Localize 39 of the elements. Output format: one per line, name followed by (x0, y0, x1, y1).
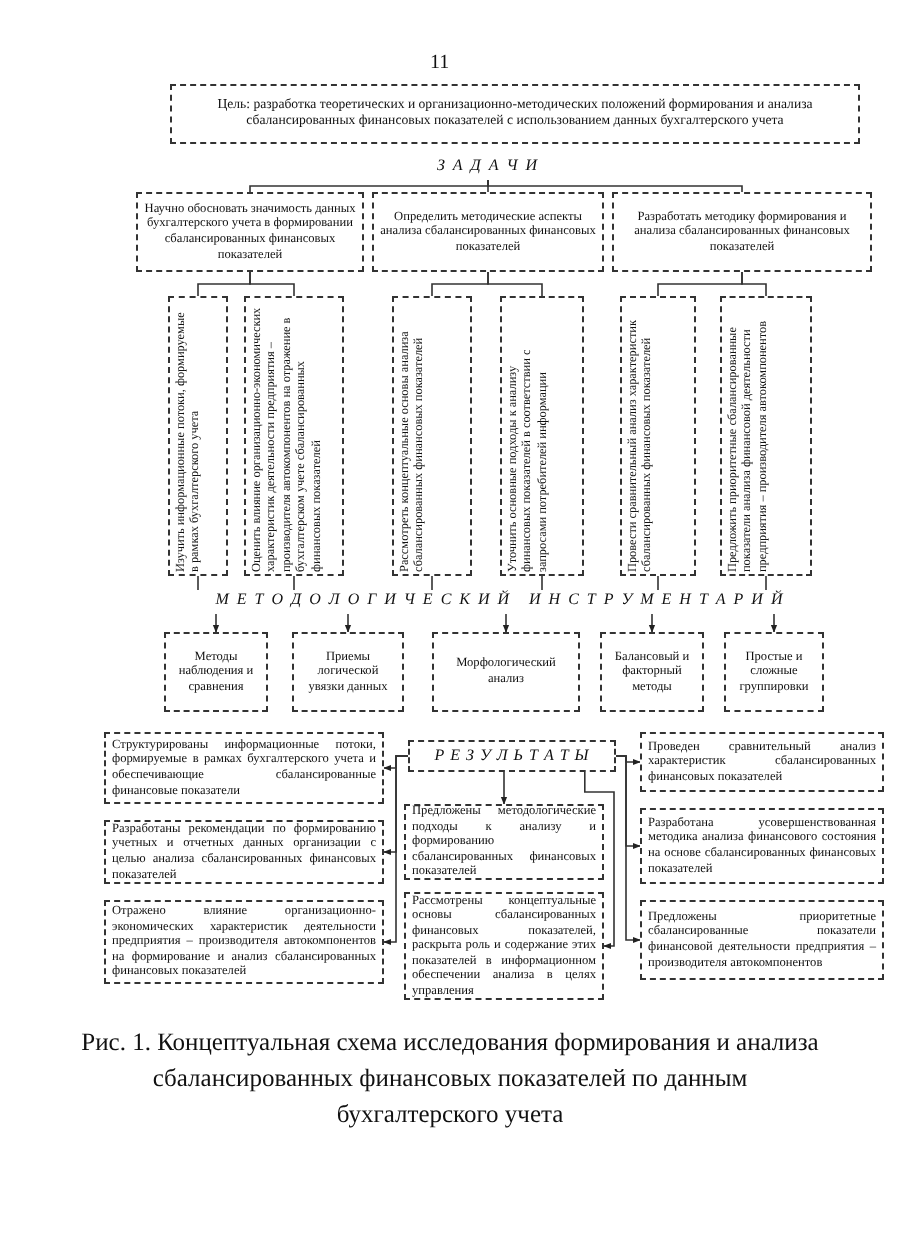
connector-line (197, 575, 199, 591)
process-box (170, 84, 860, 144)
page-number: 11 (430, 52, 450, 74)
figure-caption: Рис. 1. Концептуальная схема исследования формирования и анализа сбалансированных финансовых показателей по данным бухгалтерского учета (80, 1026, 820, 1133)
process-box (164, 632, 268, 712)
heading-text: М Е Т О Д О Л О Г И Ч Е С К И Й И Н С Т Р У М Е Н Т А Р И Й (160, 590, 840, 614)
process-box (292, 632, 404, 712)
process-box (600, 632, 704, 712)
process-box (372, 192, 604, 272)
task-box (168, 296, 228, 576)
connector-line (293, 575, 295, 591)
connector-line (249, 179, 489, 193)
connector-line (657, 575, 659, 591)
connector-line (765, 575, 767, 591)
arrow (500, 771, 508, 805)
arrow (770, 613, 778, 633)
connector-line (487, 179, 743, 193)
task-box (500, 296, 584, 576)
arrow (383, 755, 409, 946)
arrow (502, 613, 510, 633)
connector-line (487, 271, 543, 297)
connector-line (249, 271, 295, 297)
connector-line (431, 575, 433, 591)
task-box (620, 296, 696, 576)
results-box: Р Е З У Л Ь Т А Т Ы (408, 740, 616, 772)
heading-text: З А Д А Ч И (408, 156, 568, 180)
process-box (724, 632, 824, 712)
task-box (244, 296, 344, 576)
process-box (432, 632, 580, 712)
arrow (344, 613, 352, 633)
connector-line (541, 575, 543, 591)
process-box (612, 192, 872, 272)
arrow (615, 755, 641, 944)
task-box (392, 296, 472, 576)
task-box (720, 296, 812, 576)
arrow (648, 613, 656, 633)
connector-line (741, 271, 767, 297)
arrow (212, 613, 220, 633)
arrow (584, 771, 615, 950)
